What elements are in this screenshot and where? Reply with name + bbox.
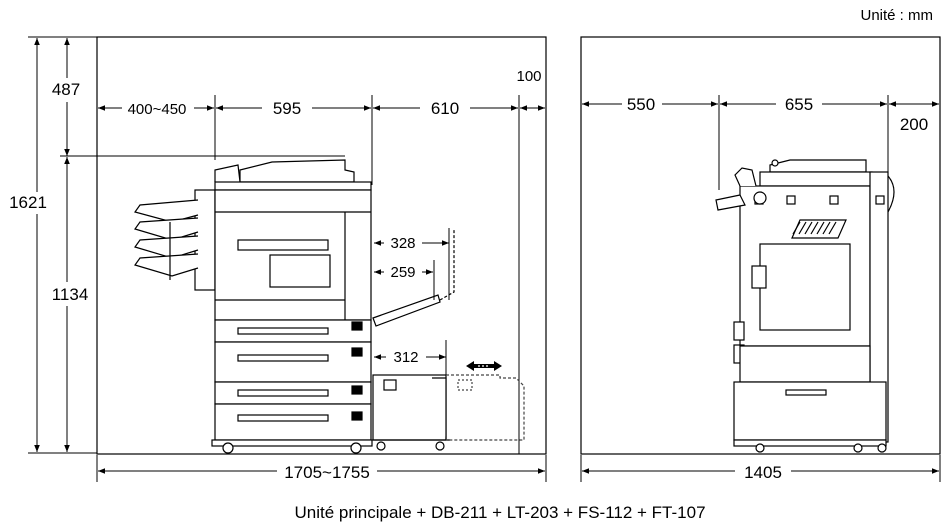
width-body-label: 595 xyxy=(273,99,301,118)
unit-label: Unité : mm xyxy=(860,7,933,24)
finisher xyxy=(134,189,216,291)
side-clearance-box xyxy=(580,36,941,455)
side-front-label: 550 xyxy=(627,95,655,114)
side-total-label: 1405 xyxy=(744,463,782,482)
exit-tray xyxy=(372,230,455,327)
main-unit xyxy=(211,159,373,454)
front-view: 1621 487 1134 400~450 595 610 100 1705~1… xyxy=(9,36,547,484)
side-body-label: 655 xyxy=(785,95,813,114)
side-view: 550 655 200 1405 xyxy=(580,36,941,484)
height-body-label: 1134 xyxy=(52,285,89,304)
width-edge-label: 100 xyxy=(516,68,541,85)
height-top-label: 487 xyxy=(52,80,80,99)
front-clearance-box xyxy=(96,36,547,455)
slide-arrow-icon xyxy=(466,361,502,371)
width-right-label: 610 xyxy=(431,99,459,118)
tray-extension-1-label: 328 xyxy=(390,235,415,252)
large-capacity-tray xyxy=(372,374,525,451)
tray-extension-2-label: 259 xyxy=(390,264,415,281)
height-total-label: 1621 xyxy=(9,193,47,212)
width-total-label: 1705~1755 xyxy=(284,463,370,482)
side-rear-label: 200 xyxy=(900,115,928,134)
lct-extension-label: 312 xyxy=(393,349,418,366)
width-left-label: 400~450 xyxy=(128,101,187,118)
diagram-caption: Unité principale + DB-211 + LT-203 + FS-… xyxy=(294,503,705,522)
side-unit xyxy=(715,159,895,453)
